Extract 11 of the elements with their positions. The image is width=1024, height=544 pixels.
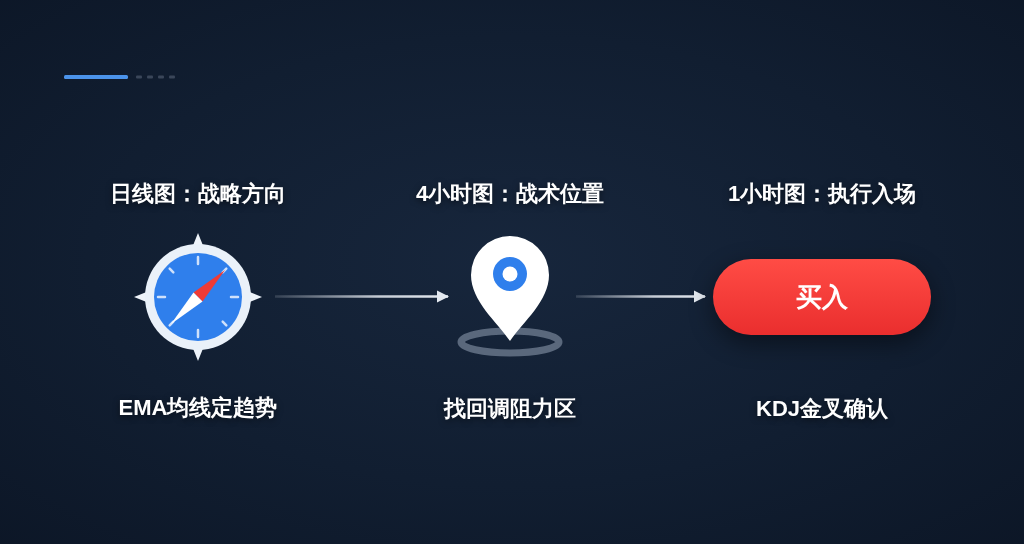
arrow xyxy=(576,290,706,303)
step-caption: KDJ金叉确认 xyxy=(756,395,888,423)
step-caption: EMA均线定趋势 xyxy=(118,394,278,422)
step-heading: 日线图：战略方向 xyxy=(110,180,286,208)
location-pin-icon xyxy=(456,235,564,357)
step-heading: 1小时图：执行入场 xyxy=(727,180,917,208)
step-caption: 找回调阻力区 xyxy=(444,395,576,423)
buy-button: 买入 xyxy=(713,259,931,335)
step-heading: 4小时图：战术位置 xyxy=(415,180,605,208)
compass-icon xyxy=(133,232,263,362)
arrow xyxy=(275,290,449,303)
